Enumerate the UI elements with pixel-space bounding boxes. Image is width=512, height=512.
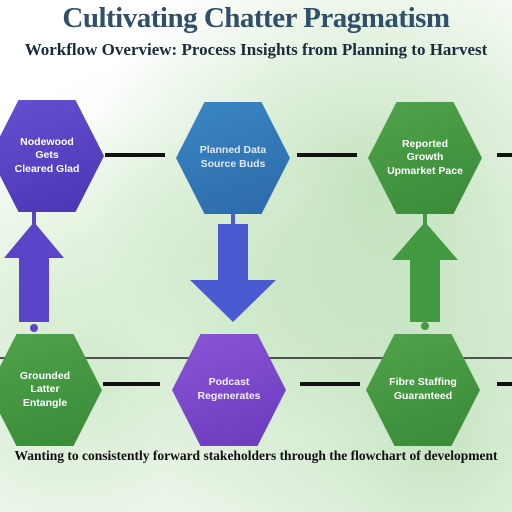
node-bottom-right-line2: Guaranteed bbox=[389, 390, 457, 404]
footer-caption: Wanting to consistently forward stakehol… bbox=[0, 448, 512, 464]
node-top-left-line1: Nodewood Gets bbox=[8, 136, 86, 163]
node-bottom-center-line1: Podcast bbox=[197, 376, 260, 390]
up-arrow-icon-right bbox=[392, 210, 458, 330]
node-top-left-line2: Cleared Glad bbox=[8, 163, 86, 177]
node-top-right-line2: Upmarket Pace bbox=[386, 165, 464, 179]
node-bottom-left-line2: Entangle bbox=[6, 397, 84, 411]
node-bottom-right-line1: Fibre Staffing bbox=[389, 376, 457, 390]
down-arrow-icon-center bbox=[190, 212, 276, 322]
up-arrow-icon-left bbox=[4, 212, 64, 332]
node-bottom-center-line2: Regenerates bbox=[197, 390, 260, 404]
node-top-center-line2: Source Buds bbox=[200, 158, 267, 172]
node-top-right-line1: Reported Growth bbox=[386, 138, 464, 165]
node-bottom-left-line1: Grounded Latter bbox=[6, 370, 84, 397]
node-top-center-line1: Planned Data bbox=[200, 144, 267, 158]
